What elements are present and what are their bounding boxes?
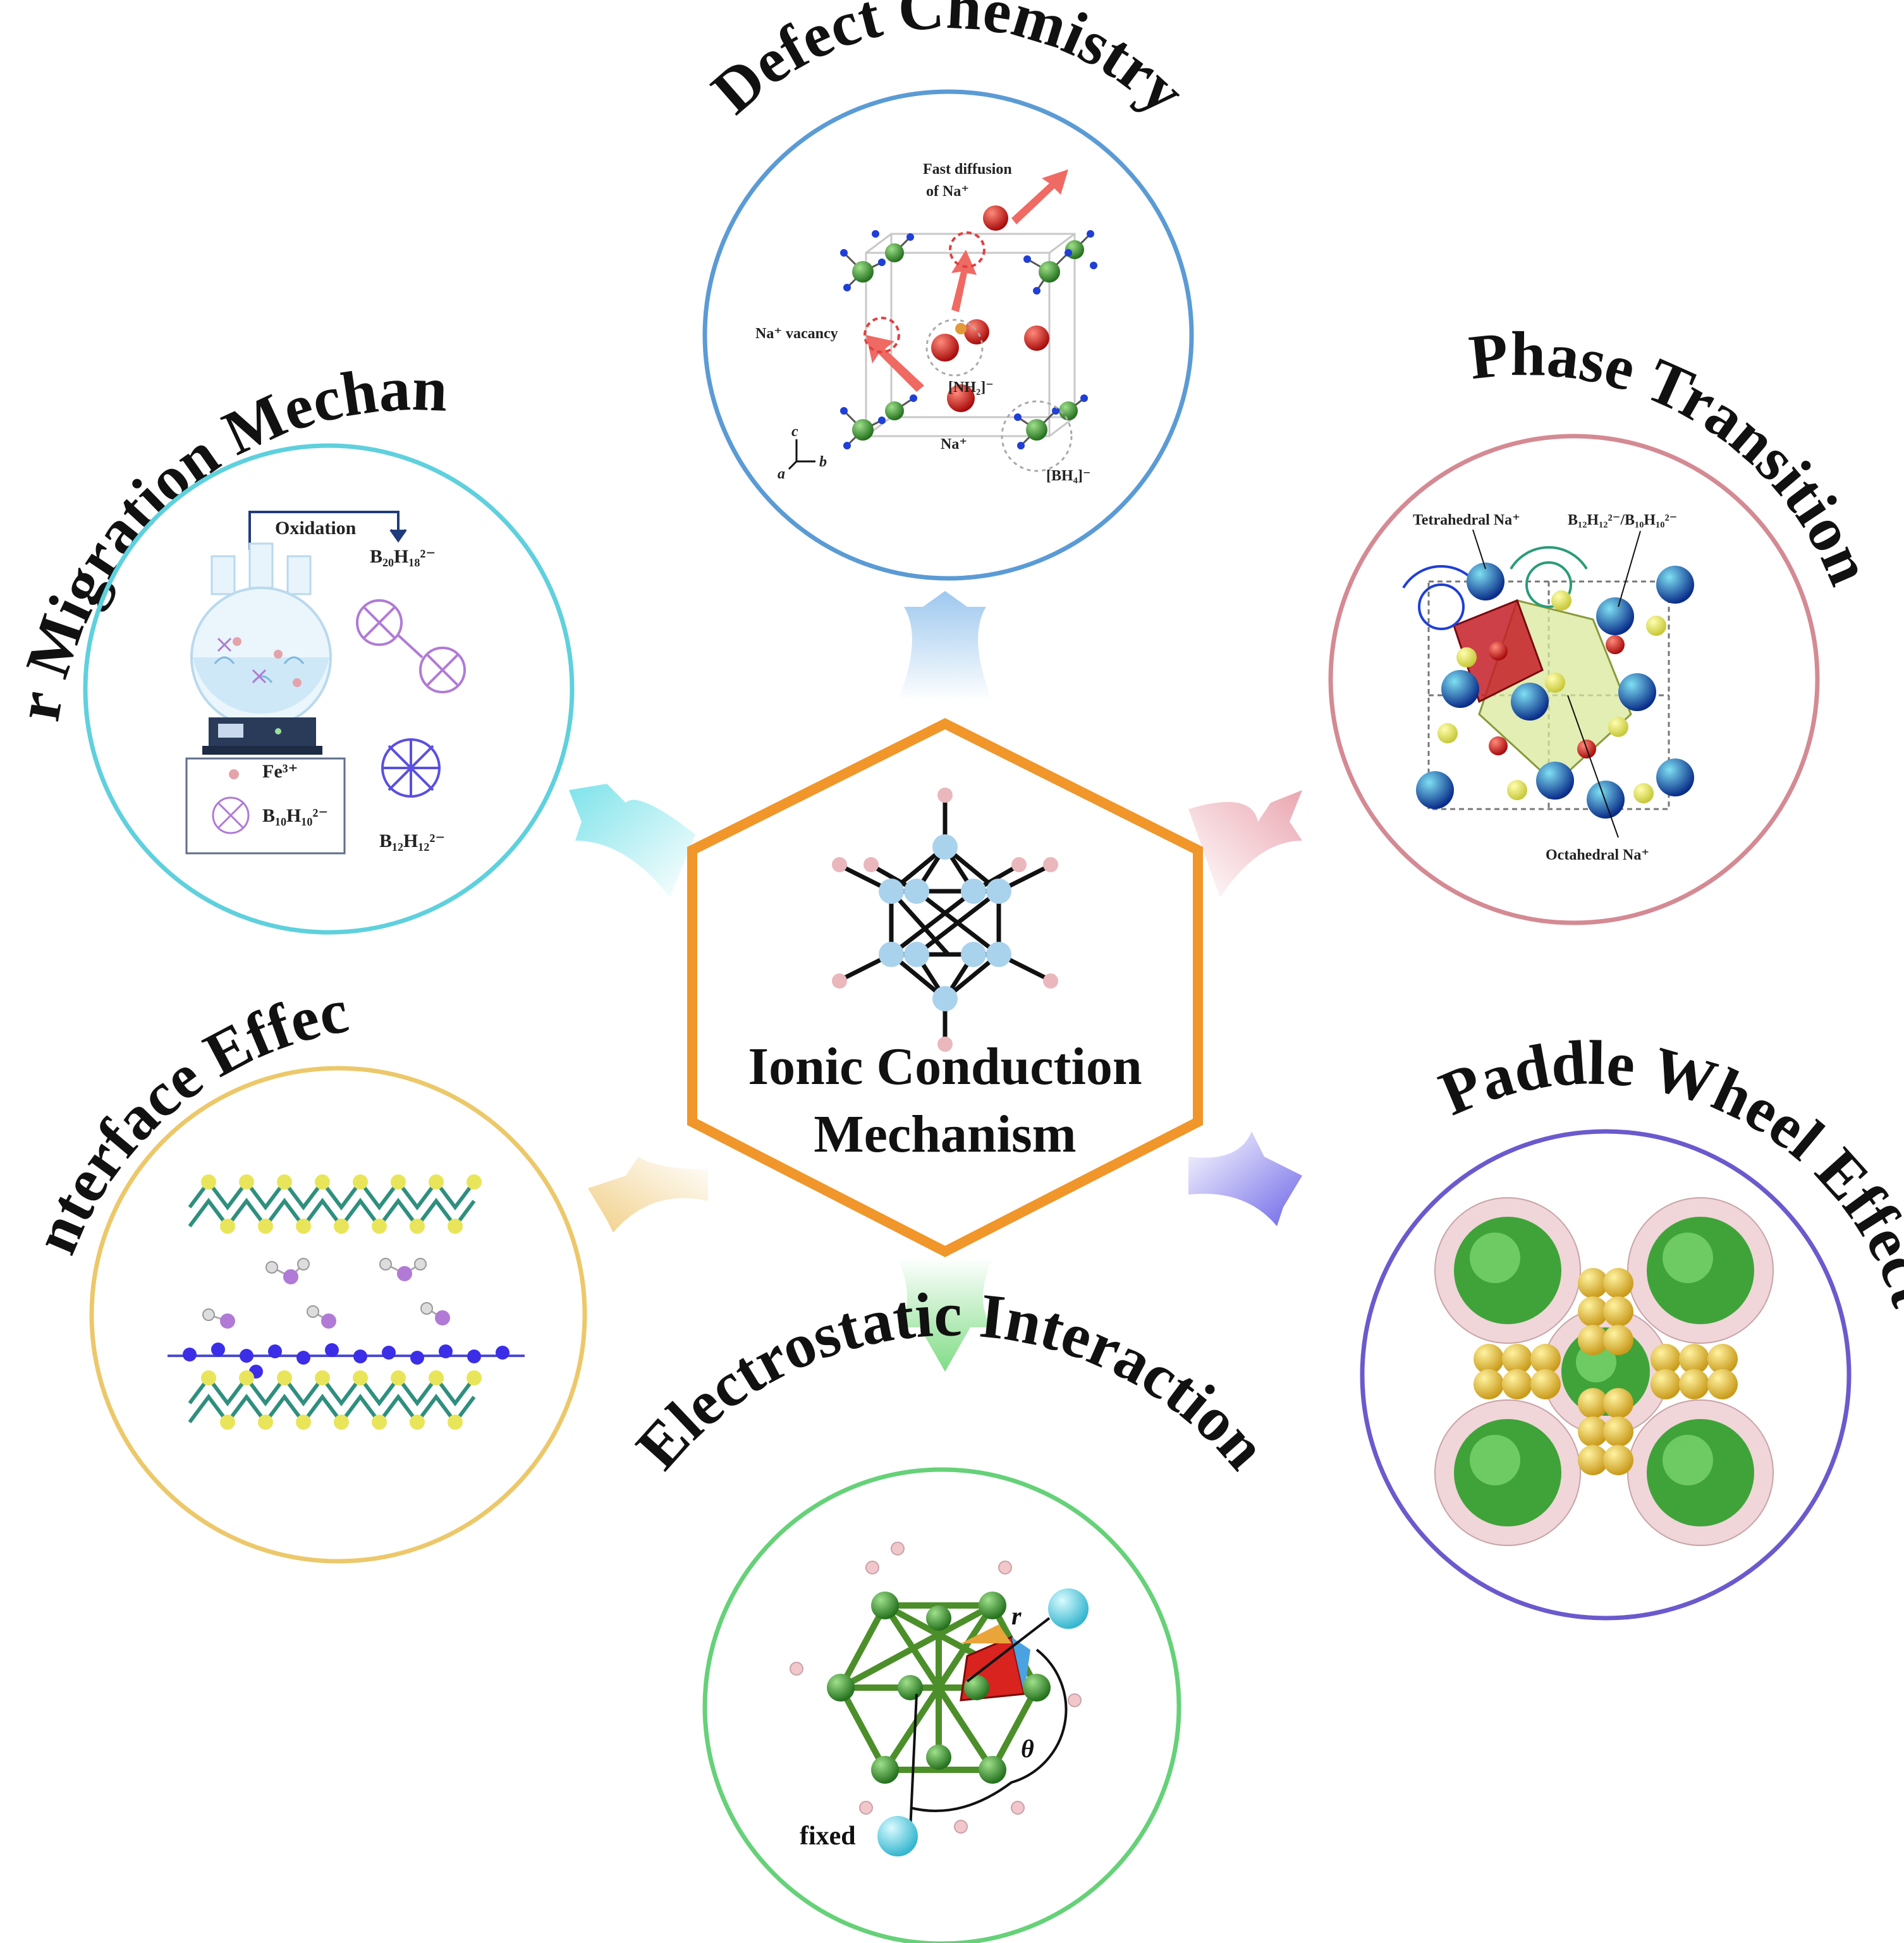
unit-cell [865,233,1076,437]
arrow-down-icon [898,1258,992,1372]
label-tetrahedral-na: Tetrahedral Na⁺ [1413,512,1520,528]
vector-arrows [909,1617,1068,1830]
panel-circle [1360,1129,1852,1621]
flask-icon [190,542,332,755]
b10-cluster-icon [212,796,250,834]
bh4-units [840,230,1097,449]
vacancy-icon [949,231,986,268]
label-bh4: [BH₄]⁻ [1046,468,1091,484]
na-spheres-yellow [1437,590,1666,803]
panel-circle [1328,434,1820,925]
paddle-gold-chain [1474,1268,1738,1475]
direction-arrows [569,591,1302,1372]
arrow-lower-left-icon [588,1157,708,1233]
label-cluster-anions: B₁₂H₁₂²⁻/B₁₀H₁₀²⁻ [1568,512,1677,528]
panel-title: Defect Chemistry [699,0,1199,127]
label-fast-diffusion: Fast diffusion [923,161,1012,178]
panel-paddle-wheel: Paddle Wheel Effect [1360,1027,1904,1621]
axis-label-c: c [791,423,798,440]
hydrogen-atoms-pink [790,1542,1082,1834]
label-fe3: Fe³⁺ [262,761,298,782]
oxidation-arrow [248,511,407,550]
paddle-clusters [1434,1197,1774,1546]
hydrogen-atoms [832,788,1058,1052]
center-title-line1: Ionic Conduction [748,1037,1142,1096]
label-b20h18: B₂₀H₁₈²⁻ [370,546,436,567]
label-b10h10: B₁₀H₁₀²⁻ [262,805,328,826]
arrow-upper-right-icon [1188,790,1302,898]
center-hexagon: Ionic Conduction Mechanism [687,718,1203,1257]
label-octahedral-na: Octahedral Na⁺ [1546,847,1649,863]
panel-circle [702,89,1194,581]
bottom-layer [188,1375,476,1425]
panel-electrostatic-interaction: Electrostatic Interaction [623,1279,1280,1943]
label-fixed: fixed [800,1822,856,1851]
boron-atoms [879,834,1011,1011]
cation-sphere-fixed [877,1816,918,1856]
label-na-vacancy: Na⁺ vacancy [755,326,838,342]
bh4-molecules [202,1258,450,1329]
label-nh2: [NH₂]⁻ [948,379,994,396]
panel-other-migration: Other Migration Mechanisms Oxidation [0,0,575,935]
label-b12h12: B₁₂H₁₂²⁻ [379,831,445,851]
b20-cluster-icon [356,599,466,693]
cation-sphere [1048,1588,1089,1629]
label-r: r [1011,1602,1022,1630]
cluster-spheres [1416,563,1694,819]
legend-box [185,757,346,855]
axis-label-a: a [778,466,785,482]
interface-plane [168,1343,525,1379]
axis-triad [788,439,815,470]
vacancy-icon [864,317,900,353]
na-spheres-red [1489,635,1625,758]
tetra-orange [961,1624,1011,1643]
center-title-line2: Mechanism [814,1105,1076,1164]
na-migration-path [864,169,1073,472]
label-theta: θ [1021,1734,1034,1763]
fe-ion-icon [229,769,239,779]
arrow-up-icon [898,591,992,702]
b12-cluster-icon-purple [381,738,441,798]
label-fast-diffusion-na: of Na⁺ [926,183,969,200]
label-na: Na⁺ [941,436,967,453]
panel-circle [702,1467,1181,1943]
arrow-lower-right-icon [1188,1131,1302,1226]
panel-circle [89,1066,587,1564]
panel-circle [83,443,575,935]
label-oxidation: Oxidation [275,518,357,539]
panel-defect-chemistry: Defect Chemistry [699,0,1199,581]
panel-title: Electrostatic Interaction [623,1279,1280,1482]
arrow-upper-left-icon [569,784,695,898]
panel-phase-transition: Phase Transition [1328,319,1886,925]
axis-label-b: b [819,454,827,470]
top-layer [188,1179,476,1229]
